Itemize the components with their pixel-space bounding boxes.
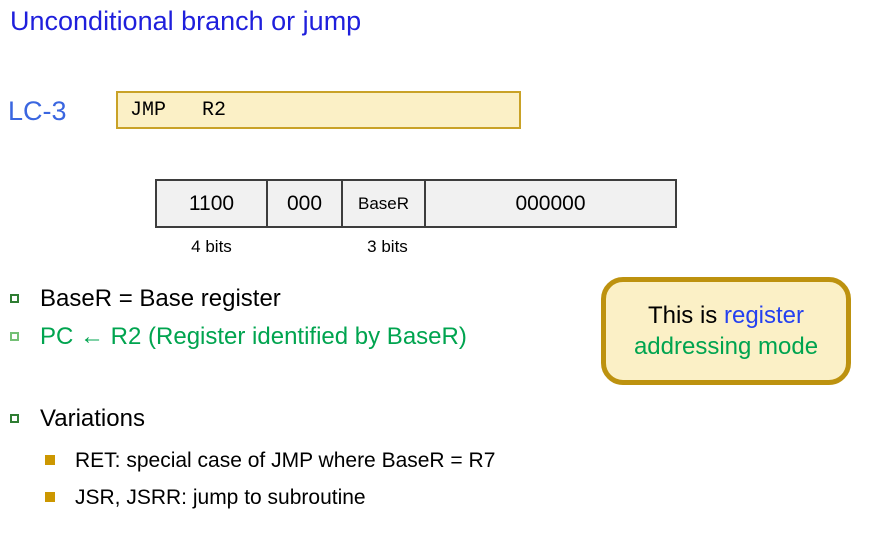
sub-bullet-ret-text: RET: special case of JMP where BaseR = R… (75, 449, 496, 472)
square-bullet-icon (45, 492, 55, 502)
square-bullet-icon (10, 414, 19, 423)
sub-bullet-ret: RET: special case of JMP where BaseR = R… (45, 447, 495, 474)
bullet-variations-text: Variations (40, 405, 145, 432)
encoding-field-opcode: 1100 (157, 181, 268, 226)
bit-label-3bits: 3 bits (367, 237, 408, 256)
square-bullet-icon (10, 332, 19, 341)
callout-this-is: This is (647, 302, 724, 329)
lc3-label: LC-3 (8, 96, 67, 126)
callout-line-1: This is register (648, 300, 804, 331)
sub-bullet-jsr-text: JSR, JSRR: jump to subroutine (75, 486, 366, 509)
bit-label-4bits: 4 bits (191, 237, 232, 256)
encoding-field-bits-5-0: 000000 (515, 191, 586, 215)
sub-bullet-jsr: JSR, JSRR: jump to subroutine (45, 484, 366, 511)
jmp-instruction-box: JMP R2 (116, 91, 521, 129)
jmp-instruction-text: JMP R2 (130, 98, 227, 122)
bullet-baser: BaseR = Base register (10, 284, 281, 314)
square-bullet-icon (10, 294, 19, 303)
callout-register-addressing-mode: This is register addressing mode (601, 277, 851, 385)
encoding-field-base-register: BaseR (343, 181, 426, 226)
bullet-variations: Variations (10, 404, 145, 434)
instruction-encoding-table: 1100 000 BaseR 000000 (155, 179, 677, 228)
callout-line-2: addressing mode (633, 333, 819, 360)
bullet-pc-text: PC ← R2 (Register identified by BaseR) (40, 323, 467, 350)
page-title: Unconditional branch or jump (10, 6, 362, 36)
bullet-pc: PC ← R2 (Register identified by BaseR) (10, 322, 467, 352)
callout-register: register (723, 302, 805, 329)
bullet-baser-text: BaseR = Base register (40, 285, 281, 312)
encoding-field-bits-11-9: 000 (268, 181, 343, 226)
square-bullet-icon (45, 455, 55, 465)
